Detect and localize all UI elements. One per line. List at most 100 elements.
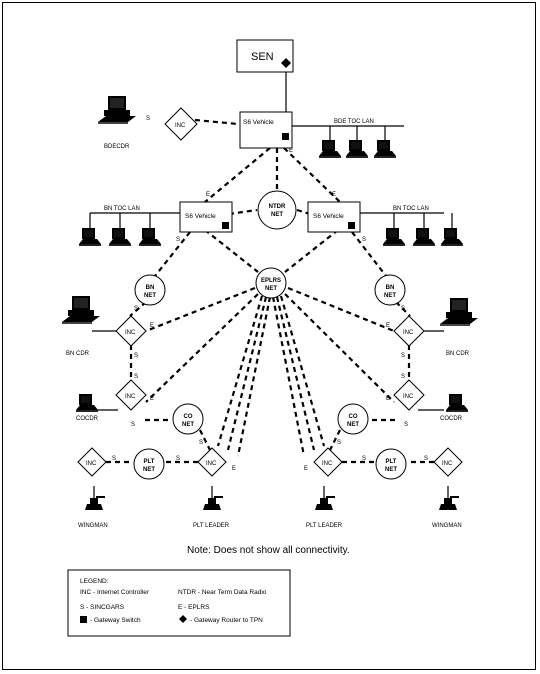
inc-co-left <box>115 379 147 411</box>
link-e: E <box>206 192 210 198</box>
bn-cdr-right-label: BN CDR <box>446 351 470 357</box>
inc-label: INC <box>125 394 136 400</box>
sen-label: SEN <box>251 51 274 63</box>
bn-cdr-left-label: BN CDR <box>66 351 90 357</box>
workstation-icon <box>98 96 136 124</box>
s6-vehicle-top <box>239 111 293 149</box>
net-label: BN <box>386 285 395 291</box>
inc-bde <box>164 107 198 141</box>
workstation-icon <box>440 298 478 326</box>
link-e: E <box>332 192 336 198</box>
gateway-switch-marker <box>348 222 355 229</box>
inc-plt-right <box>313 447 343 477</box>
net-label: CO <box>349 414 358 420</box>
computer-icon <box>319 140 341 158</box>
link-s: S <box>199 440 203 446</box>
net-label: EPLRS <box>261 278 281 284</box>
inc-label: INC <box>403 394 414 400</box>
link-s: S <box>401 306 405 312</box>
cocdr-right-label: COCDR <box>440 416 463 422</box>
link-e: E <box>386 323 390 329</box>
co-net-right <box>337 403 369 435</box>
computer-icon <box>109 228 131 246</box>
link-e: E <box>150 323 154 329</box>
link-s: S <box>176 456 180 462</box>
inc-plt-left <box>197 447 227 477</box>
net-label: NET <box>143 467 155 473</box>
link-e: E <box>386 396 390 402</box>
legend-gateway-switch: - Gateway Switch <box>90 617 141 624</box>
link-s: S <box>112 456 116 462</box>
s6-vehicle-top-label: S6 Vehicle <box>243 119 274 126</box>
plt-net-left <box>133 448 165 480</box>
sen-box <box>236 39 294 73</box>
inc-label: INC <box>403 330 414 336</box>
s6-vehicle-right-label: S6 Vehicle <box>313 213 344 220</box>
computer-icon <box>413 228 435 246</box>
link-e: E <box>150 396 154 402</box>
gateway-router-legend-icon <box>179 615 187 623</box>
net-label: PLT <box>144 459 155 465</box>
link-s: S <box>131 422 135 428</box>
inc-label: INC <box>125 330 136 336</box>
gateway-switch-marker <box>222 222 229 229</box>
link-s: S <box>404 422 408 428</box>
bde-toc-lan-label: BDE TOC LAN <box>334 119 374 125</box>
computer-icon <box>441 228 463 246</box>
net-label: CO <box>184 414 193 420</box>
cocdr-left-label: COCDR <box>76 416 99 422</box>
gateway-switch-marker <box>282 133 289 140</box>
net-label: BN <box>146 285 155 291</box>
net-label: PLT <box>386 459 397 465</box>
link-e: E <box>304 466 308 472</box>
legend-s: S - SINCGARS <box>80 604 125 611</box>
plt-net-right <box>375 448 407 480</box>
computer-icon <box>76 394 98 412</box>
computer-icon <box>383 228 405 246</box>
gateway-router-marker <box>281 58 291 68</box>
link-s: S <box>424 456 428 462</box>
inc-co-right <box>393 379 425 411</box>
vehicle-icon <box>439 496 459 510</box>
ntdr-net <box>257 190 297 230</box>
plt-leader-left-label: PLT LEADER <box>193 523 230 529</box>
inc-label: INC <box>442 461 453 467</box>
link-s: S <box>134 374 138 380</box>
legend-gateway-router: - Gateway Router to TPN <box>190 617 263 624</box>
link-e: E <box>289 148 293 154</box>
bn-toc-lan-right-label: BN TOC LAN <box>393 206 429 212</box>
computer-icon <box>374 140 396 158</box>
link-s: S <box>362 237 366 243</box>
net-label: NTDR <box>269 204 286 210</box>
link-s: S <box>401 374 405 380</box>
net-label: NET <box>265 286 277 292</box>
wingman-left-label: WINGMAN <box>78 523 108 529</box>
inc-wingman-right <box>433 447 463 477</box>
inc-label: INC <box>175 123 186 129</box>
net-label: NET <box>385 467 397 473</box>
net-label: NET <box>347 422 359 428</box>
link-s: S <box>146 116 150 122</box>
s6-vehicle-left-label: S6 Vehicle <box>185 213 216 220</box>
net-label: NET <box>384 293 396 299</box>
bdecdr-label: BDECDR <box>104 144 130 150</box>
link-e: E <box>232 466 236 472</box>
plt-leader-right-label: PLT LEADER <box>306 523 343 529</box>
bn-net-right <box>374 274 406 306</box>
bn-net-left <box>134 274 166 306</box>
workstation-icon <box>62 296 100 324</box>
legend-e: E - EPLRS <box>178 604 210 611</box>
net-label: NET <box>271 212 283 218</box>
note: Note: Does not show all connectivity. <box>187 545 350 556</box>
legend-ntdr: NTDR - Near Term Data Radio <box>178 589 267 596</box>
link-s: S <box>337 440 341 446</box>
legend-inc: INC - Internet Controller <box>80 589 150 596</box>
link-s: S <box>134 306 138 312</box>
vehicle-icon <box>85 496 105 510</box>
inc-label: INC <box>206 461 217 467</box>
link-s: S <box>362 456 366 462</box>
computer-icon <box>79 228 101 246</box>
inc-wingman-left <box>77 447 107 477</box>
